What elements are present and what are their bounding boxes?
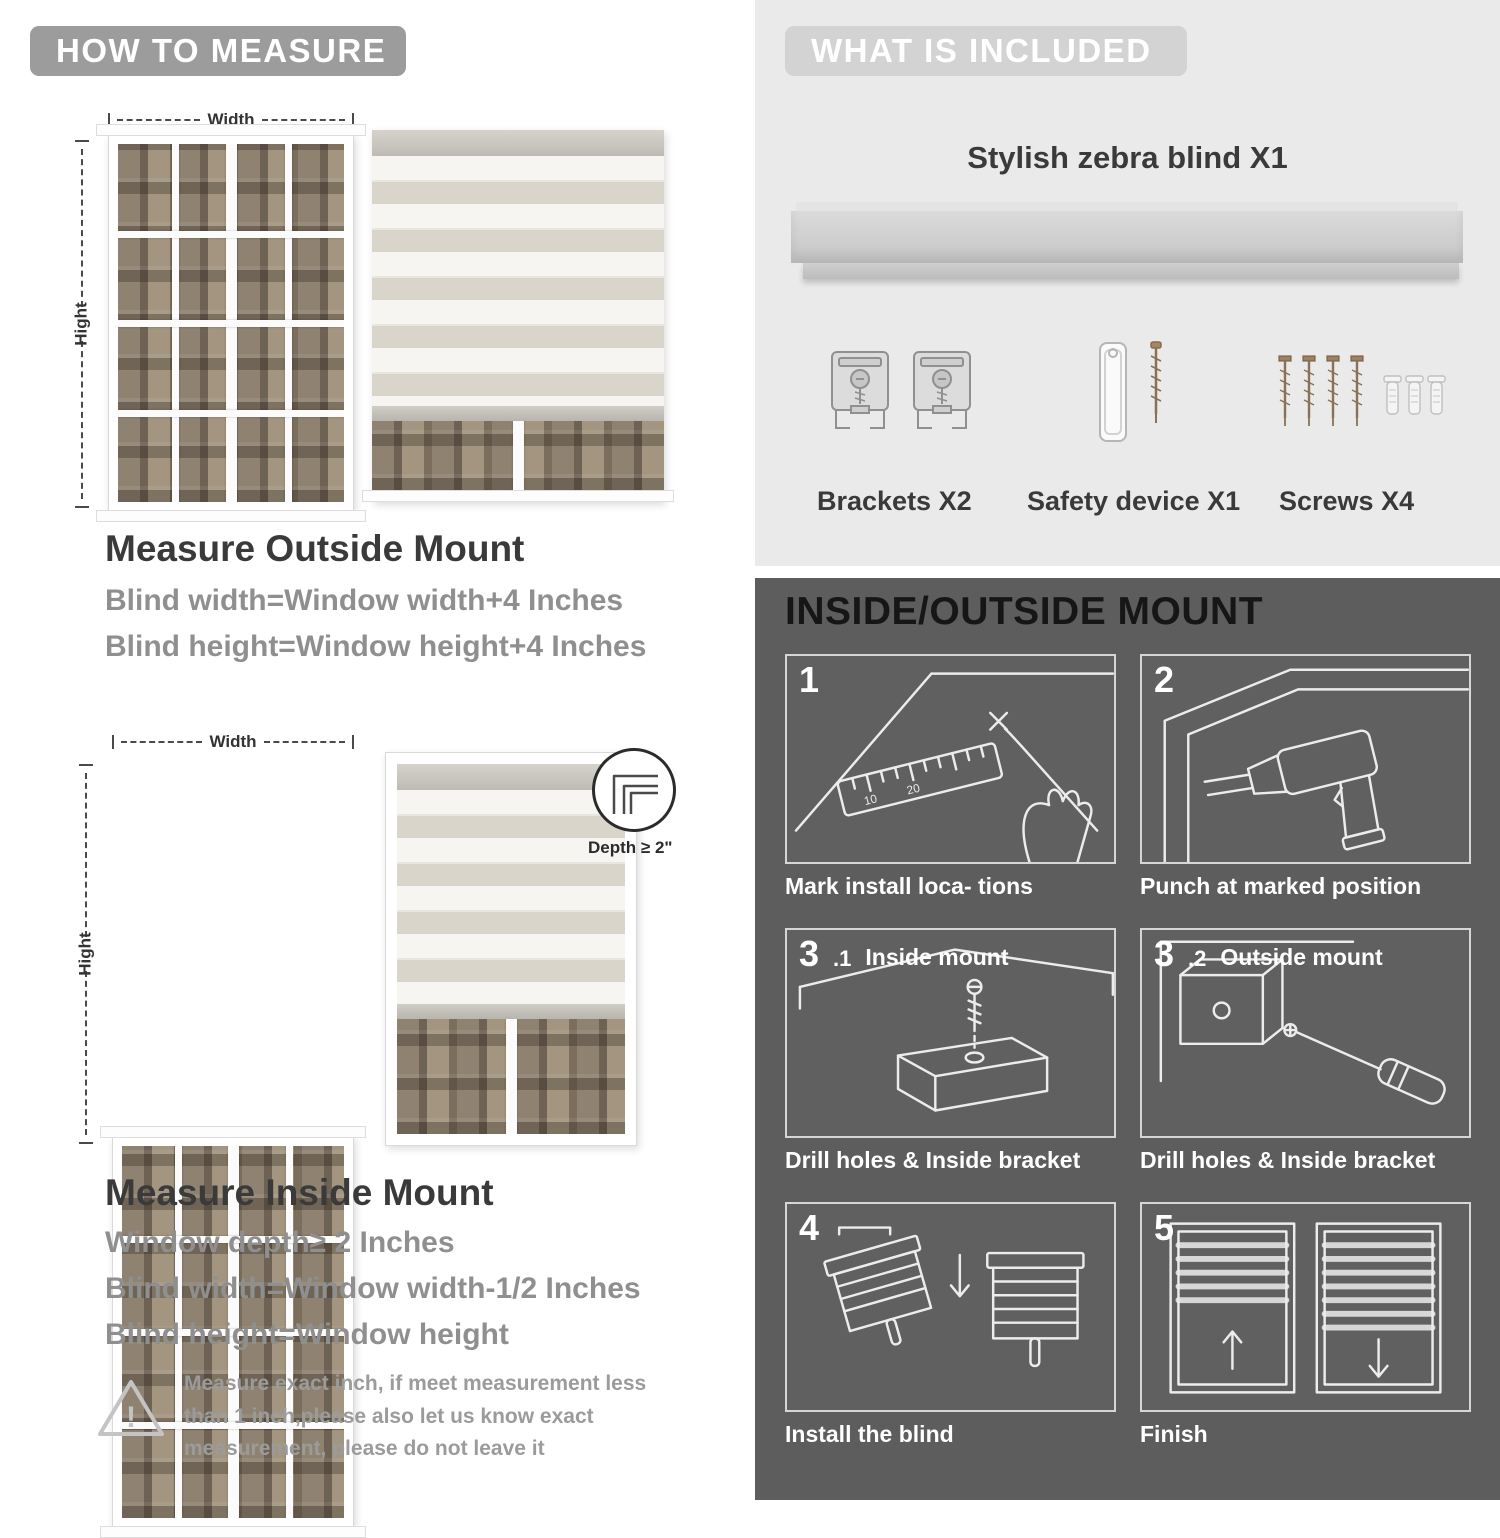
step-4-panel: 4 (785, 1202, 1116, 1412)
mount-step-3-1: 3.1 Inside mount Drill holes & Inside br… (785, 928, 1116, 1174)
step-5-panel: 5 (1140, 1202, 1471, 1412)
window-behind-blind (397, 1019, 625, 1134)
blind-stripes (372, 156, 664, 406)
inside-spec-height: Blind height=Window height (105, 1318, 509, 1351)
blind-cassette (372, 130, 664, 156)
mount-step-1: 10 20 1 Mark install loca- tions (785, 654, 1116, 900)
height-label: Hight (76, 932, 95, 976)
step-sublabel: Outside mount (1220, 944, 1383, 970)
install-blind-icon (823, 1226, 1085, 1368)
step-number: 2 (1154, 659, 1175, 700)
mount-step-2: 2 Punch at marked position (1140, 654, 1471, 900)
window-sill (362, 490, 674, 502)
height-label: Hight (72, 302, 91, 346)
step-number: 3 (1154, 933, 1175, 974)
window-illustration-inside (100, 1126, 366, 1538)
step-number: 4 (799, 1207, 820, 1248)
how-to-measure-banner: HOW TO MEASURE (30, 26, 406, 76)
step-4-caption: Install the blind (785, 1421, 954, 1447)
screws-icon (1275, 352, 1453, 457)
step-1-panel: 10 20 1 (785, 654, 1116, 864)
depth-callout-label: Depth ≥ 2" (588, 838, 673, 857)
mount-heading: INSIDE/OUTSIDE MOUNT (785, 590, 1264, 633)
brackets-label: Brackets X2 (817, 486, 972, 516)
width-measure-arrow: Width (112, 732, 354, 752)
svg-text:!: ! (126, 1401, 136, 1434)
warning-triangle-icon: ! (96, 1376, 166, 1445)
arrow-tick (352, 113, 354, 127)
window-behind-blind (372, 421, 664, 490)
step-3-1-panel: 3.1 Inside mount (785, 928, 1116, 1138)
step-number: 5 (1154, 1207, 1175, 1248)
svg-text:20: 20 (906, 782, 922, 798)
blind-stripes (397, 790, 625, 1004)
zebra-blind-inside-mount (385, 752, 637, 1146)
window-corner-icon (612, 774, 658, 814)
blind-bottom-rail (397, 1004, 625, 1019)
outside-spec-height: Blind height=Window height+4 Inches (105, 630, 647, 663)
outside-spec-width: Blind width=Window width+4 Inches (105, 584, 624, 617)
safety-device-icon (1093, 340, 1165, 444)
warning-note: Measure exact inch, if meet measurement … (184, 1372, 647, 1461)
inside-mount-heading: Measure Inside Mount (105, 1172, 494, 1213)
finish-icon (1169, 1222, 1442, 1394)
step-5-caption: Finish (1140, 1421, 1208, 1447)
step-number: 3 (799, 933, 820, 974)
height-measure-arrow: Hight (72, 140, 92, 508)
arrow-tick (108, 113, 110, 127)
inside-bracket-icon (798, 948, 1114, 1112)
blind-cassette (397, 764, 625, 790)
window-illustration-outside (96, 124, 366, 522)
inside-spec-width: Blind width=Window width-1/2 Inches (105, 1272, 641, 1305)
step-number: 1 (799, 659, 820, 700)
screw-icon (1150, 341, 1162, 423)
svg-text:10: 10 (863, 792, 879, 808)
height-measure-arrow: Hight (76, 764, 96, 1144)
blind-bottom-rail (372, 406, 664, 421)
step-1-caption: Mark install loca- tions (785, 873, 1033, 899)
brackets-icon (827, 346, 975, 438)
mark-locations-icon: 10 20 (794, 672, 1114, 862)
step-3-2-panel: 3.2 Outside mount (1140, 928, 1471, 1138)
width-label: Width (209, 732, 257, 751)
step-2-panel: 2 (1140, 654, 1471, 864)
inside-spec-depth: Window depth≥ 2 Inches (105, 1226, 455, 1259)
mount-step-3-2: 3.2 Outside mount Drill holes & Inside b… (1140, 928, 1471, 1174)
outside-bracket-icon (1159, 940, 1446, 1105)
window-sill (96, 510, 366, 522)
window-photo (118, 144, 344, 502)
outside-mount-heading: Measure Outside Mount (105, 528, 525, 569)
what-is-included-section: WHAT IS INCLUDED Stylish zebra blind X1 (755, 0, 1500, 566)
depth-callout-circle (592, 748, 676, 832)
mount-step-5: 5 Finish (1140, 1202, 1471, 1448)
safety-device-label: Safety device X1 (1027, 486, 1241, 516)
step-2-caption: Punch at marked position (1140, 873, 1422, 899)
screws-label: Screws X4 (1279, 486, 1415, 516)
zebra-blind-outside-mount (362, 130, 674, 502)
step-sublabel: Inside mount (865, 944, 1009, 970)
window-lintel (96, 124, 366, 136)
product-title: Stylish zebra blind X1 (967, 140, 1288, 175)
step-3-2-caption: Drill holes & Inside bracket (1140, 1147, 1436, 1173)
mount-instructions-section: INSIDE/OUTSIDE MOUNT 10 20 (755, 578, 1500, 1500)
what-is-included-banner: WHAT IS INCLUDED (785, 26, 1187, 76)
mount-steps-grid: 10 20 1 Mark install loca- tions (785, 654, 1471, 1448)
step-3-1-caption: Drill holes & Inside bracket (785, 1147, 1081, 1173)
drill-icon (1163, 668, 1469, 862)
headrail-illustration (791, 202, 1463, 279)
mount-step-4: 4 Install the blind (785, 1202, 1116, 1448)
